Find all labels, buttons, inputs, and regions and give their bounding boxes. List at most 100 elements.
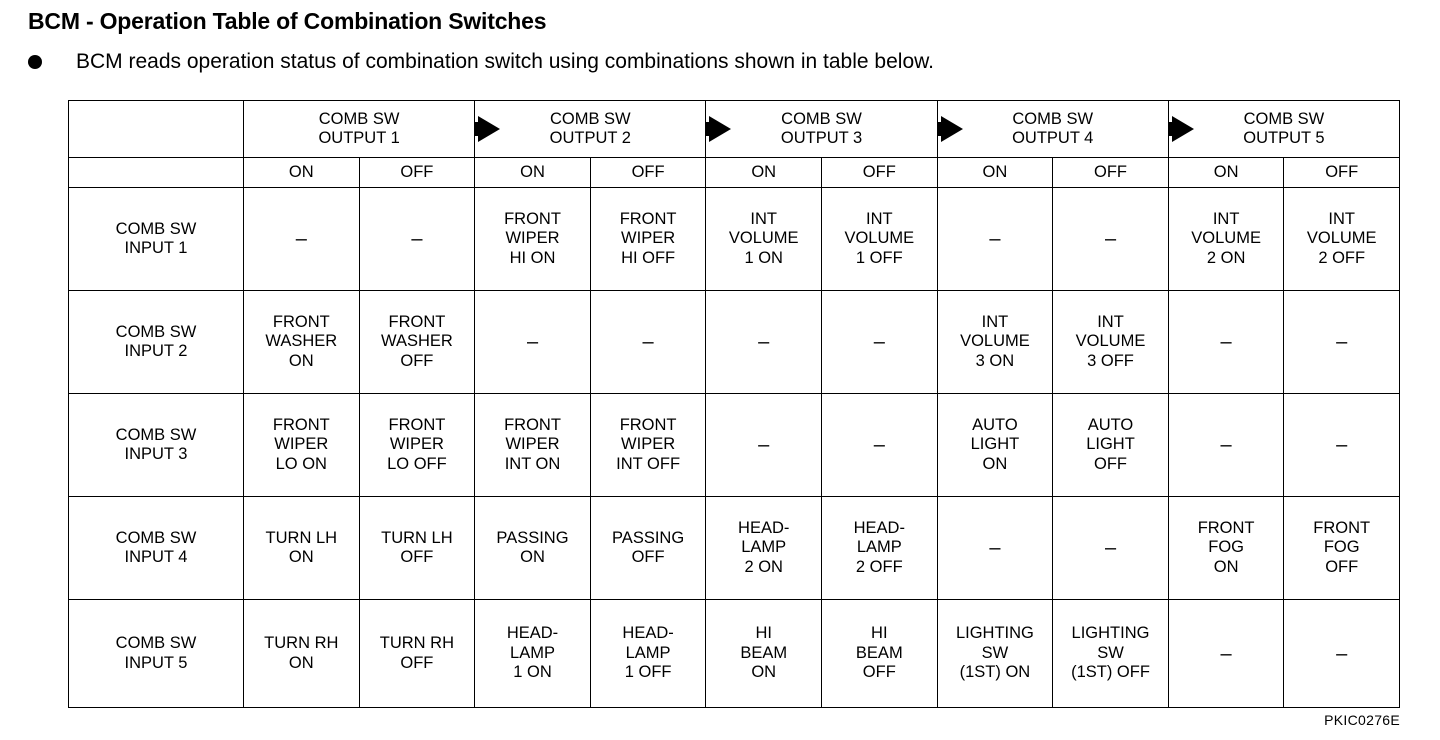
table-cell-line: VOLUME [728, 229, 799, 248]
column-group-header-line1: COMB SW [1243, 109, 1325, 128]
table-cell-line: FRONT [388, 312, 446, 331]
table-cell-empty: – [1167, 393, 1285, 497]
table-cell-empty: – [821, 393, 938, 497]
row-label-line1: COMB SW [115, 425, 197, 444]
table-cell-line: VOLUME [960, 332, 1030, 351]
table-cell-empty: – [1167, 290, 1285, 394]
row-label-line1: COMB SW [115, 322, 197, 341]
table-cell-line: WASHER [265, 332, 338, 351]
table-cell-line: WIPER [389, 435, 444, 454]
page-title: BCM - Operation Table of Combination Swi… [28, 8, 547, 34]
dash-icon: – [411, 228, 423, 250]
table-cell-line: 1 ON [744, 248, 783, 267]
table-cell-empty: – [243, 187, 360, 291]
table-cell-line: LIGHT [970, 435, 1020, 454]
table-cell-line: 2 ON [1206, 248, 1246, 267]
table-cell-empty: – [1283, 290, 1401, 394]
table-cell-line: (1ST) ON [959, 663, 1031, 682]
table-cell-line: INT [1212, 209, 1240, 228]
table-cell-line: INT [750, 209, 777, 228]
table-cell-empty: – [1052, 496, 1169, 600]
table-cell-line: PASSING [496, 528, 569, 547]
table-cell-line: VOLUME [1191, 229, 1261, 248]
column-header-state-5: ON [705, 157, 822, 188]
table-cell-line: ON [288, 653, 314, 672]
table-cell-line: INT [1328, 209, 1355, 228]
table-cell-line: VOLUME [1075, 332, 1146, 351]
column-header-state-7: ON [936, 157, 1054, 188]
table-cell-line: OFF [1094, 454, 1127, 473]
table-cell-line: TURN RH [264, 634, 339, 653]
dash-icon: – [526, 331, 539, 353]
table-cell-line: 1 OFF [624, 663, 672, 682]
table-cell-line: WIPER [621, 435, 676, 454]
dash-icon: – [295, 228, 307, 250]
table-cell-line: OFF [1325, 557, 1359, 576]
table-cell-line: HI [755, 624, 772, 643]
table-cell-line: (1ST) OFF [1071, 663, 1150, 682]
table-cell-line: FRONT [1197, 518, 1255, 537]
table-cell-line: INT OFF [616, 454, 681, 473]
dash-icon: – [1336, 331, 1348, 353]
table-cell-line: LIGHTING [1071, 624, 1150, 643]
column-group-header-line2: OUTPUT 5 [1243, 129, 1325, 147]
row-label-line1: COMB SW [115, 528, 197, 547]
table-cell-line: PASSING [612, 528, 685, 547]
column-header-state-8: OFF [1052, 157, 1169, 188]
table-cell-line: FRONT [504, 209, 561, 228]
table-cell-empty: – [705, 290, 822, 394]
column-header-state-4: OFF [589, 157, 707, 188]
table-cell-line: INT [1097, 312, 1124, 331]
row-label-line1: COMB SW [115, 219, 197, 238]
row-label-line2: INPUT 3 [124, 445, 188, 463]
table-cell-empty: – [358, 187, 476, 291]
dash-icon: – [1220, 642, 1232, 665]
table-cell-line: AUTO [1087, 415, 1134, 434]
table-cell-line: ON [520, 548, 545, 566]
table-cell-line: OFF [631, 548, 665, 566]
table-cell-line: 2 OFF [855, 557, 903, 576]
dash-icon: – [1220, 434, 1232, 456]
table-cell-line: TURN RH [379, 634, 455, 653]
table-cell-line: OFF [400, 548, 434, 566]
row-label-line2: INPUT 4 [124, 548, 188, 566]
column-header-state-10: OFF [1283, 157, 1401, 188]
table-cell-line: FRONT [504, 415, 561, 434]
table-cell-line: INT [981, 312, 1009, 331]
table-corner-cell [68, 100, 244, 158]
table-cell-line: LO ON [275, 454, 327, 473]
table-cell-line: TURN LH [265, 528, 338, 547]
table-cell-line: FRONT [272, 415, 330, 434]
column-group-header-line2: OUTPUT 3 [780, 129, 863, 147]
column-group-header-line1: COMB SW [1012, 109, 1094, 128]
table-cell-line: LAMP [625, 643, 671, 662]
table-cell-line: ON [288, 548, 314, 566]
table-cell-line: HEAD- [853, 518, 905, 537]
table-cell-line: AUTO [972, 415, 1018, 434]
row-label-line1: COMB SW [115, 634, 197, 653]
figure-code: PKIC0276E [1324, 712, 1400, 728]
